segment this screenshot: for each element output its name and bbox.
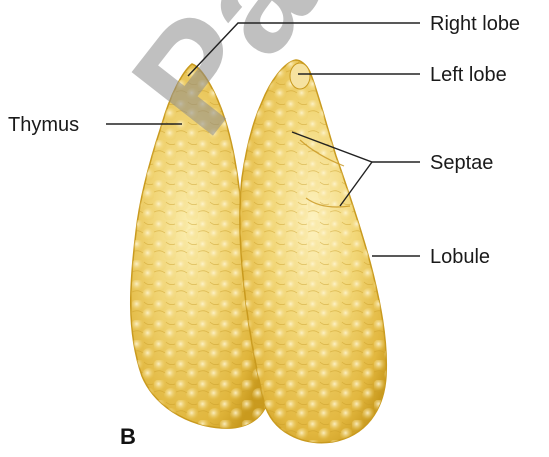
label-right-lobe: Right lobe bbox=[430, 13, 520, 35]
label-left-lobe: Left lobe bbox=[430, 64, 507, 86]
label-septae: Septae bbox=[430, 152, 493, 174]
panel-letter: B bbox=[120, 424, 136, 449]
label-thymus: Thymus bbox=[8, 114, 79, 136]
label-lobule: Lobule bbox=[430, 246, 490, 268]
